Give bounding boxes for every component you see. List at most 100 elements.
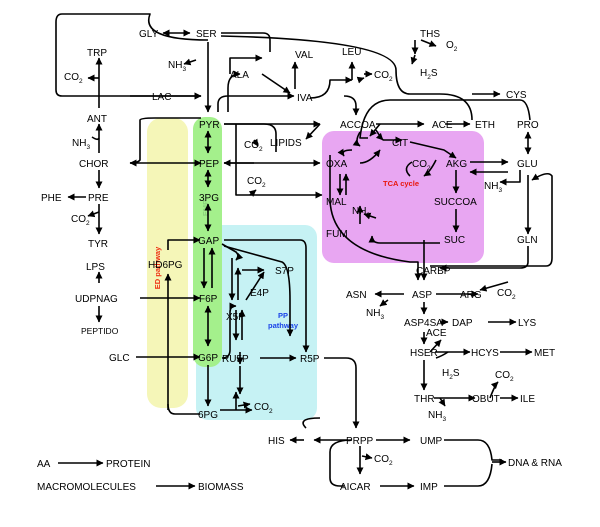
node-ala: ALA — [230, 70, 249, 81]
node-ru5p: RU5P — [222, 354, 249, 365]
node-peptido: PEPTIDO — [81, 326, 119, 336]
emp-region — [193, 117, 222, 367]
node-pro: PRO — [517, 120, 539, 131]
node-asn: ASN — [346, 290, 367, 301]
node-ser: SER — [196, 29, 217, 40]
node-lac: LAC — [152, 92, 171, 103]
node-g6p: G6P — [198, 353, 218, 364]
node-oxa: OXA — [326, 159, 347, 170]
node-cit: CIT — [392, 138, 408, 149]
node-hd6pg: HD6PG — [148, 260, 183, 271]
co2-carbp: CO2 — [497, 288, 516, 301]
node-ace-2: ACE — [426, 328, 447, 339]
node-phe: PHE — [41, 193, 62, 204]
node-suc: SUC — [444, 235, 465, 246]
node-asp: ASP — [412, 290, 432, 301]
node-e4p: E4P — [250, 288, 269, 299]
node-fum: FUM — [326, 229, 348, 240]
node-glc: GLC — [109, 353, 130, 364]
node-arg: ARG — [460, 290, 482, 301]
node-f6p: F6P — [199, 294, 218, 305]
nh3-asn: NH3 — [366, 308, 384, 321]
co2-obut: CO2 — [495, 370, 514, 383]
co2-tca: CO2 — [412, 159, 431, 172]
node-macromolecules: MACROMOLECULES — [37, 482, 136, 493]
nh3-ser: NH3 — [168, 60, 186, 73]
h2s-ths: H2S — [420, 68, 438, 81]
node-thr: THR — [414, 394, 435, 405]
node-accoa: ACCOA — [340, 120, 376, 131]
small-molecule-labels: CO2 NH3 NH3 CO2 CO2 CO2 CO2 O2 H2S CO2 N… — [64, 40, 516, 467]
node-lipids: LIPIDS — [270, 138, 302, 149]
node-tyr: TYR — [88, 239, 108, 250]
nh3-thr: NH3 — [428, 410, 446, 423]
ed-pathway-region — [147, 118, 188, 408]
node-hser: HSER — [410, 348, 438, 359]
node-s7p: S7P — [275, 266, 294, 277]
co2-pyr: CO2 — [244, 140, 263, 153]
node-gln: GLN — [517, 235, 538, 246]
node-chor: CHOR — [79, 159, 108, 170]
tca-cycle-label: TCA cycle — [383, 179, 419, 188]
pp-pathway-label-1: PP — [278, 311, 288, 320]
node-met: MET — [534, 348, 555, 359]
metabolite-labels: GLY SER TRP ANT CHOR PRE PHE TYR LPS UDP… — [37, 29, 562, 493]
co2-pep: CO2 — [247, 176, 266, 189]
node-protein: PROTEIN — [106, 459, 150, 470]
h2s-hser: H2S — [442, 368, 460, 381]
node-glu: GLU — [517, 159, 538, 170]
co2-prpp: CO2 — [374, 454, 393, 467]
node-succoa: SUCCOA — [434, 197, 477, 208]
co2-trp: CO2 — [64, 72, 83, 85]
node-ile: ILE — [520, 394, 535, 405]
node-pyr: PYR — [199, 120, 220, 131]
node-udpnag: UDPNAG — [75, 294, 118, 305]
pp-pathway-region — [196, 225, 317, 420]
node-x5p: X5P — [226, 312, 245, 323]
node-prpp: PRPP — [346, 436, 374, 447]
node-gly: GLY — [139, 29, 159, 40]
node-pep: PEP — [199, 159, 219, 170]
tca-cycle-region — [322, 131, 484, 263]
o2-ths: O2 — [446, 40, 458, 53]
reaction-edges — [55, 13, 553, 490]
node-hcys: HCYS — [471, 348, 499, 359]
node-akg: AKG — [446, 159, 467, 170]
node-mal: MAL — [326, 197, 347, 208]
node-ant: ANT — [87, 114, 107, 125]
ed-pathway-label: ED pathway — [153, 246, 162, 289]
node-val: VAL — [295, 50, 314, 61]
nh3-ant: NH3 — [72, 138, 90, 151]
node-asp4sa: ASP4SA — [404, 318, 443, 329]
node-cys: CYS — [506, 90, 527, 101]
node-dna-rna: DNA & RNA — [508, 458, 562, 469]
node-ths: THS — [420, 29, 440, 40]
node-gap: GAP — [198, 236, 219, 247]
node-eth: ETH — [475, 120, 495, 131]
node-iva: IVA — [297, 93, 313, 104]
node-ace: ACE — [432, 120, 453, 131]
node-aicar: AICAR — [340, 482, 371, 493]
co2-6pg: CO2 — [254, 402, 273, 415]
co2-leu: CO2 — [374, 70, 393, 83]
pp-pathway-label-2: pathway — [268, 321, 299, 330]
node-lys: LYS — [518, 318, 536, 329]
node-r5p: R5P — [300, 354, 320, 365]
node-imp: IMP — [420, 482, 438, 493]
node-dap: DAP — [452, 318, 473, 329]
node-his: HIS — [268, 436, 285, 447]
node-6pg: 6PG — [198, 410, 218, 421]
nh3-tca: NH3 — [352, 206, 370, 219]
nh3-glu: NH3 — [484, 181, 502, 194]
node-biomass: BIOMASS — [198, 482, 244, 493]
co2-pre: CO2 — [71, 214, 90, 227]
node-carbp: CARBP — [416, 266, 451, 277]
node-aa: AA — [37, 459, 51, 470]
node-ump: UMP — [420, 436, 443, 447]
node-trp: TRP — [87, 48, 107, 59]
node-lps: LPS — [86, 262, 105, 273]
node-3pg: 3PG — [199, 193, 219, 204]
node-pre: PRE — [88, 193, 109, 204]
node-leu: LEU — [342, 47, 361, 58]
